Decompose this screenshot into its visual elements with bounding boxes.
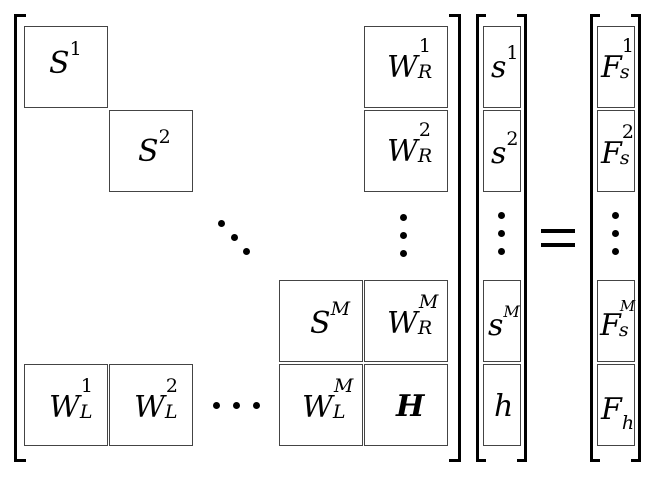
- block-sm-label: SM: [310, 297, 351, 341]
- rhs-vector-left-bracket: [590, 14, 600, 462]
- vertical-ellipsis-dot: [400, 250, 407, 257]
- horizontal-ellipsis-dot: [253, 402, 260, 409]
- vertical-ellipsis-dot: [400, 232, 407, 239]
- unknown-s1: s1: [483, 26, 521, 108]
- block-h-label: H: [396, 389, 425, 424]
- vertical-ellipsis-dot: [400, 214, 407, 221]
- unknown-h-label: h: [494, 389, 514, 424]
- unknown-s1-label: s1: [491, 41, 519, 85]
- unknown-s2: s2: [483, 110, 521, 192]
- block-s1-label: S1: [49, 37, 82, 81]
- unknown-vector-right-bracket: [517, 14, 527, 462]
- diagonal-ellipsis-dot: [218, 220, 225, 227]
- rhs-fh: Fh: [597, 364, 635, 446]
- rhs-vector-right-bracket: [631, 14, 641, 462]
- unknown-ellipsis-dot: [498, 248, 505, 255]
- equals-sign-top-bar: [541, 229, 575, 233]
- matrix-left-bracket: [14, 14, 26, 462]
- equals-sign-bottom-bar: [541, 243, 575, 247]
- matrix-right-bracket: [449, 14, 461, 462]
- diagonal-ellipsis-dot: [243, 248, 250, 255]
- horizontal-ellipsis-dot: [233, 402, 240, 409]
- diagonal-ellipsis-dot: [231, 234, 238, 241]
- rhs-ellipsis-dot: [612, 212, 619, 219]
- block-s1: S1: [24, 26, 108, 108]
- unknown-ellipsis-dot: [498, 230, 505, 237]
- unknown-h: h: [483, 364, 521, 446]
- rhs-ellipsis-dot: [612, 248, 619, 255]
- unknown-sm: sM: [483, 280, 521, 362]
- unknown-sm-label: sM: [488, 301, 520, 343]
- unknown-vector-left-bracket: [476, 14, 486, 462]
- horizontal-ellipsis-dot: [213, 402, 220, 409]
- block-h: H: [364, 364, 448, 446]
- block-s2-label: S2: [138, 125, 171, 169]
- block-sm: SM: [279, 280, 363, 362]
- rhs-ellipsis-dot: [612, 230, 619, 237]
- rhs-fh-label: Fh: [601, 392, 635, 435]
- unknown-s2-label: s2: [491, 127, 519, 171]
- unknown-ellipsis-dot: [498, 212, 505, 219]
- block-s2: S2: [109, 110, 193, 192]
